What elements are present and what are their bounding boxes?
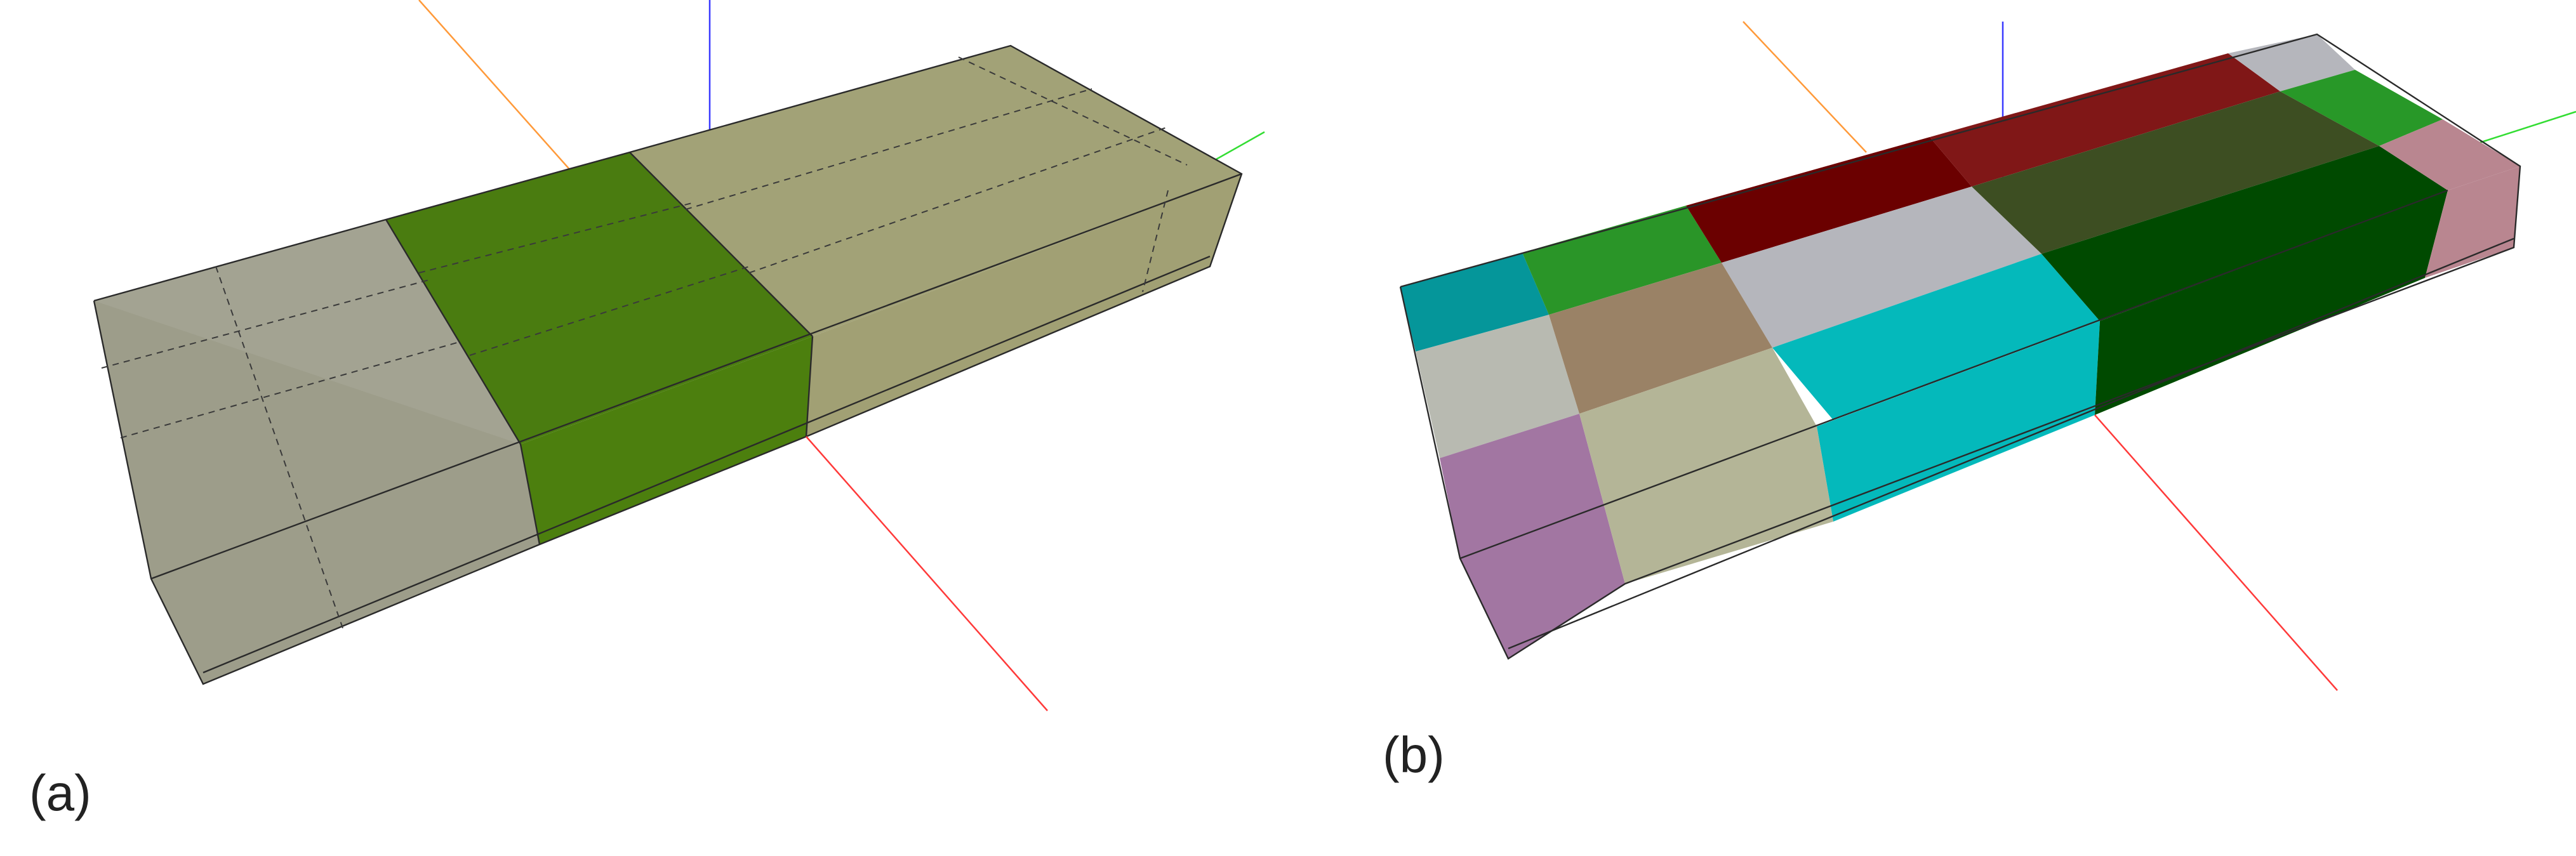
block-edge-4-a (805, 336, 814, 437)
dark-red-top (1686, 137, 1972, 263)
mesh-line (120, 342, 458, 438)
grey-block-front (94, 301, 540, 684)
bottom-edge-a (202, 255, 1211, 674)
purple-block (1440, 414, 1625, 659)
panel-label-a: (a) (29, 765, 91, 821)
axis-x-b (2094, 414, 2338, 691)
ridge-b (1459, 189, 2448, 560)
pink-block (2379, 119, 2520, 190)
mesh-line (1142, 190, 1169, 293)
green-block-top (386, 152, 813, 444)
block-edge-3-a (629, 152, 813, 337)
red-top (1930, 53, 2280, 187)
mesh-line (958, 56, 1188, 166)
mesh-line (748, 126, 1169, 273)
brown-block (1549, 263, 1772, 414)
olive-block-top (630, 46, 1242, 336)
grey-left-block (1416, 315, 1579, 458)
panel-label-b: (b) (1383, 727, 1445, 783)
bright-green-top (2280, 70, 2443, 146)
axis-x-neg-a (418, 0, 572, 172)
dark-green-top (2042, 146, 2448, 321)
khaki-block (1579, 348, 1833, 584)
mesh-line (685, 88, 1092, 210)
outline-a (93, 44, 1243, 685)
axis-y-b (2469, 110, 2576, 147)
mesh-line (469, 266, 750, 356)
block-edge-1-a (385, 219, 522, 445)
dark-green-front (2095, 190, 2448, 415)
panel-b (1399, 21, 2576, 691)
axis-x-a (806, 436, 1048, 711)
outline-b (1399, 33, 2521, 660)
block-edge-2-a (519, 444, 541, 545)
bottom-edge-b (1508, 237, 2514, 650)
green-top (1522, 206, 1722, 315)
panel-a (93, 0, 1265, 711)
light-grey-block (1722, 187, 2042, 348)
green-block-front (521, 336, 813, 544)
ridge-a (150, 173, 1242, 580)
cyan-block (1772, 254, 2100, 420)
light-grey-top (2228, 34, 2355, 91)
dark-olive-block (1972, 91, 2379, 254)
pink-front (2425, 166, 2520, 278)
axis-x-neg-b (1743, 21, 1867, 153)
olive-block-front (806, 174, 1242, 437)
cyan-front (1817, 321, 2100, 522)
mesh-line (418, 202, 693, 273)
